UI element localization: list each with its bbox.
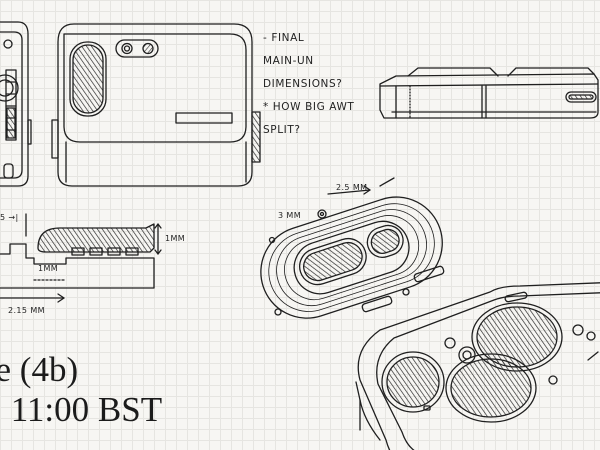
dimension-left-top: 5 →| — [0, 213, 19, 222]
note-line-2: MAIN-UN — [263, 55, 314, 67]
note-line-3: DIMENSIONS? — [263, 78, 343, 90]
cross-section-sketch — [0, 213, 162, 303]
note-line-4: * HOW BIG AWT — [263, 101, 355, 113]
dimension-one-mm-inner: 1MM — [38, 264, 59, 273]
note-line-5: SPLIT? — [263, 124, 301, 136]
dimension-top-width: 2.5 MM — [336, 183, 368, 192]
phone-back-sketch — [51, 23, 261, 187]
camera-module-iso-sketch — [355, 282, 600, 450]
phone-side-profile-sketch — [379, 67, 599, 119]
headline-line-1: ne (4b) — [0, 350, 79, 389]
dimension-one-mm-right: 1MM — [165, 234, 186, 243]
handwritten-notes: - FINAL MAIN-UN DIMENSIONS? * HOW BIG AW… — [263, 27, 354, 142]
camera-bump-iso-sketch — [260, 177, 445, 319]
dimension-width: 2.15 MM — [8, 306, 45, 315]
phone-side-sketch-left — [0, 21, 32, 187]
headline-line-2: y, 11:00 BST — [0, 390, 163, 429]
note-line-1: - FINAL — [263, 32, 305, 44]
dimension-side-width: 3 MM — [278, 211, 302, 220]
